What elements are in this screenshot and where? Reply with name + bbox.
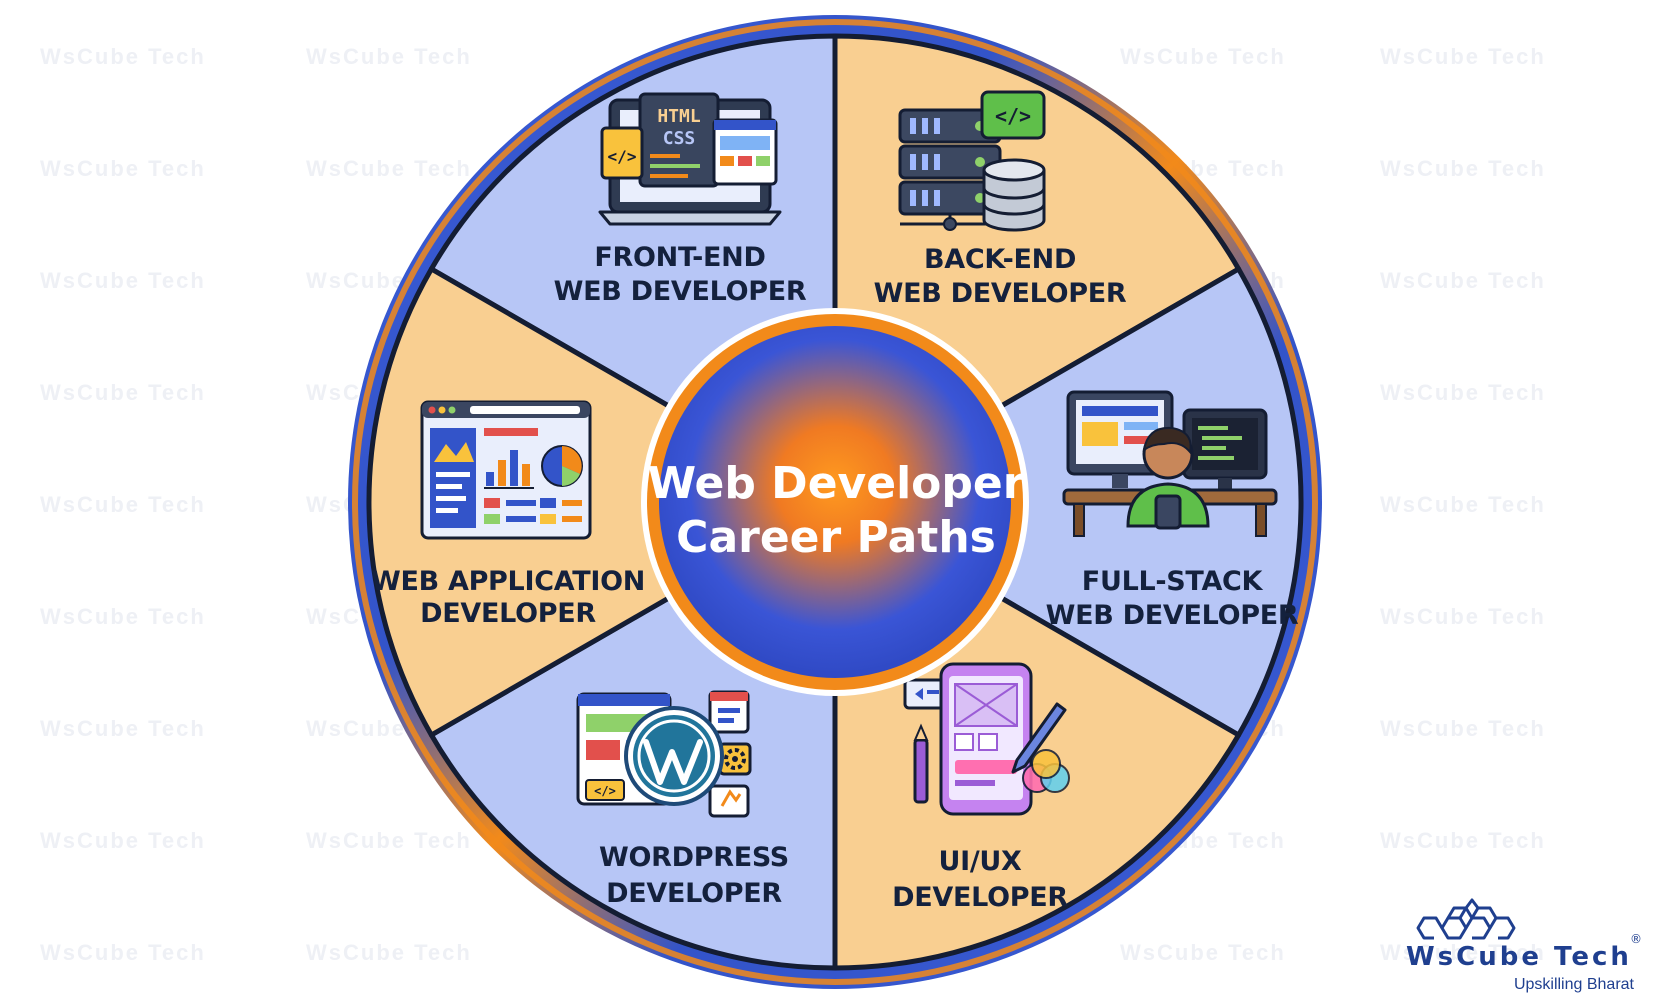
watermark-text: WsCube Tech bbox=[306, 44, 472, 69]
front-end-label-line2: WEB DEVELOPER bbox=[554, 276, 807, 307]
brand-logo: WsCube Tech ® Upskilling Bharat bbox=[1398, 898, 1642, 994]
watermark-text: WsCube Tech bbox=[1380, 940, 1546, 965]
svg-text:CSS: CSS bbox=[663, 128, 696, 149]
center-hub: Web Developer Career Paths bbox=[641, 308, 1029, 696]
watermark-text: WsCube Tech bbox=[306, 940, 472, 965]
outer-ring-orange-band bbox=[352, 19, 1318, 985]
watermark-text: WsCube Tech bbox=[40, 380, 206, 405]
watermark-text: WsCube Tech bbox=[40, 716, 206, 741]
watermark-text: WsCube Tech bbox=[1380, 604, 1546, 629]
watermark-text: WsCube Tech bbox=[40, 940, 206, 965]
developer-at-desk-icon bbox=[1062, 390, 1278, 537]
watermark-text: WsCube Tech bbox=[1120, 44, 1286, 69]
watermark-text: WsCube Tech bbox=[40, 268, 206, 293]
watermark-text: WsCube Tech bbox=[1120, 940, 1286, 965]
svg-text:</>: </> bbox=[608, 147, 637, 166]
web-app-label-line1: WEB APPLICATION bbox=[371, 566, 645, 597]
segment-labels: FRONT-END WEB DEVELOPER BACK-END WEB DEV… bbox=[371, 242, 1299, 913]
dashboard-charts-icon bbox=[420, 400, 592, 540]
full-stack-label-line1: FULL-STACK bbox=[1082, 566, 1264, 597]
watermark-text: WsCube Tech bbox=[1380, 716, 1546, 741]
web-app-label-line2: DEVELOPER bbox=[420, 598, 596, 629]
watermark-text: WsCube Tech bbox=[1380, 828, 1546, 853]
watermark-text: WsCube Tech bbox=[40, 604, 206, 629]
watermark-text: WsCube Tech bbox=[306, 828, 472, 853]
watermark-text: WsCube Tech bbox=[1380, 156, 1546, 181]
ui-ux-label-line2: DEVELOPER bbox=[892, 882, 1068, 913]
watermark-text: WsCube Tech bbox=[1380, 380, 1546, 405]
wordpress-label-line2: DEVELOPER bbox=[606, 878, 782, 909]
wordpress-label-line1: WORDPRESS bbox=[599, 842, 789, 873]
watermark-text: WsCube Tech bbox=[1380, 492, 1546, 517]
watermark-text: WsCube Tech bbox=[1380, 268, 1546, 293]
watermark-text: WsCube Tech bbox=[306, 156, 472, 181]
svg-text:</>: </> bbox=[995, 104, 1031, 128]
center-title-line2: Career Paths bbox=[676, 512, 996, 563]
ui-ux-label-line1: UI/UX bbox=[938, 846, 1022, 877]
svg-text:</>: </> bbox=[594, 784, 616, 798]
brand-tagline: Upskilling Bharat bbox=[1513, 976, 1634, 993]
watermark-text: WsCube Tech bbox=[40, 156, 206, 181]
watermark-text: WsCube Tech bbox=[1380, 44, 1546, 69]
wordpress-icon: </> bbox=[576, 690, 752, 818]
server-database-icon: </> bbox=[898, 90, 1046, 232]
brand-name: WsCube Tech bbox=[1406, 942, 1632, 972]
back-end-label-line2: WEB DEVELOPER bbox=[874, 278, 1127, 309]
back-end-label-line1: BACK-END bbox=[924, 244, 1076, 275]
watermark-text: WsCube Tech bbox=[40, 492, 206, 517]
inner-ring-outline bbox=[367, 34, 1303, 970]
svg-text:HTML: HTML bbox=[657, 106, 701, 127]
center-title-line1: Web Developer bbox=[648, 458, 1025, 509]
mobile-design-icon bbox=[903, 662, 1070, 816]
registered-mark: ® bbox=[1630, 932, 1642, 946]
laptop-html-css-icon: HTML CSS </> bbox=[598, 92, 782, 226]
watermark-text: WsCube Tech bbox=[40, 44, 206, 69]
full-stack-label-line2: WEB DEVELOPER bbox=[1046, 600, 1299, 631]
hexagon-logo-icon bbox=[1416, 898, 1516, 940]
watermark-text: WsCube Tech bbox=[40, 828, 206, 853]
front-end-label-line1: FRONT-END bbox=[594, 242, 765, 273]
